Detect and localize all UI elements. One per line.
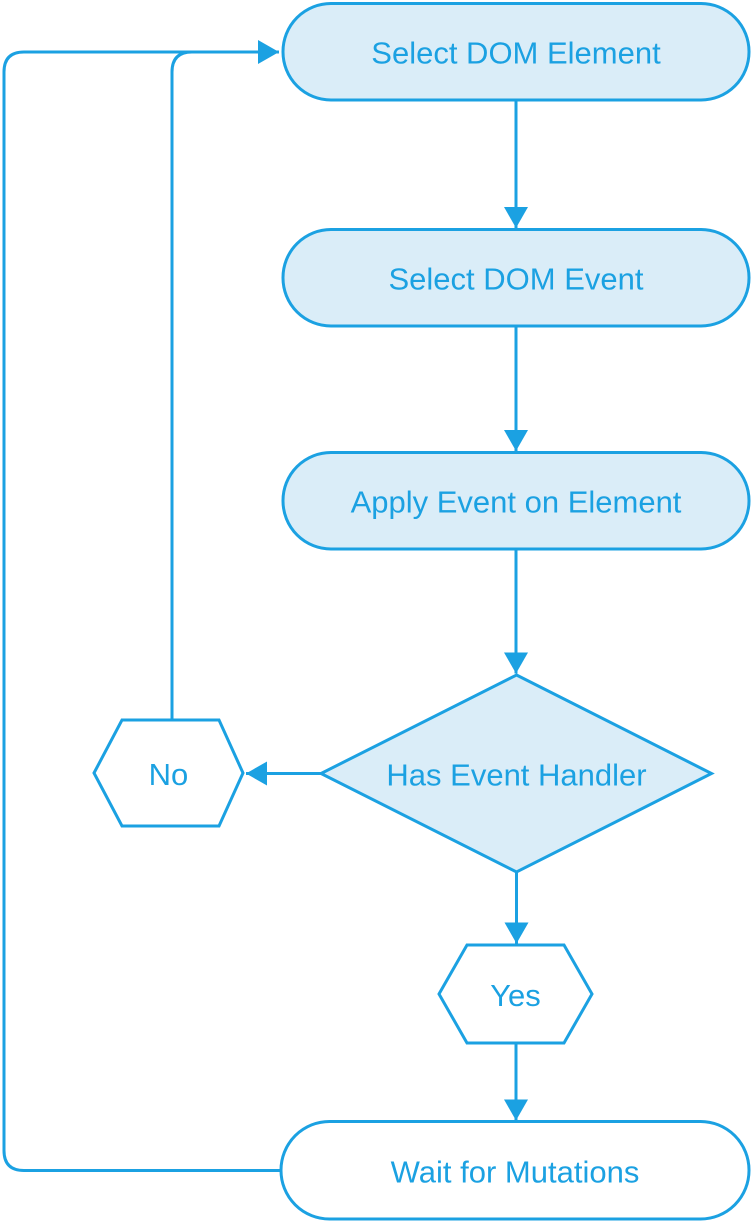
node-select-dom-element: Select DOM Element [281, 2, 751, 102]
apply-event-on-element-shape [281, 451, 751, 551]
no-label: No [149, 757, 189, 792]
yes-label: Yes [490, 978, 541, 1013]
edges-layer [2, 40, 529, 1172]
edge-wait-for-mutations-loop-to-select-dom-element [2, 40, 281, 1172]
edge-no-merge-to-loop [170, 50, 193, 720]
select-dom-element-label: Select DOM Element [371, 36, 661, 71]
node-select-dom-event: Select DOM Event [281, 228, 751, 328]
wait-for-mutations-label: Wait for Mutations [391, 1155, 640, 1190]
apply-event-on-element-label: Apply Event on Element [351, 485, 682, 520]
has-event-handler-shape [317, 673, 715, 874]
no-shape [92, 718, 245, 828]
node-yes: Yes [437, 943, 594, 1045]
node-wait-for-mutations: Wait for Mutations [279, 1120, 751, 1221]
has-event-handler-label: Has Event Handler [386, 758, 646, 793]
wait-for-mutations-shape [279, 1120, 751, 1221]
node-has-event-handler: Has Event Handler [317, 673, 715, 874]
select-dom-event-label: Select DOM Event [389, 262, 644, 297]
yes-shape [437, 943, 594, 1045]
select-dom-event-shape [281, 228, 751, 328]
node-apply-event-on-element: Apply Event on Element [281, 451, 751, 551]
node-no: No [92, 718, 245, 828]
select-dom-element-shape [281, 2, 751, 102]
